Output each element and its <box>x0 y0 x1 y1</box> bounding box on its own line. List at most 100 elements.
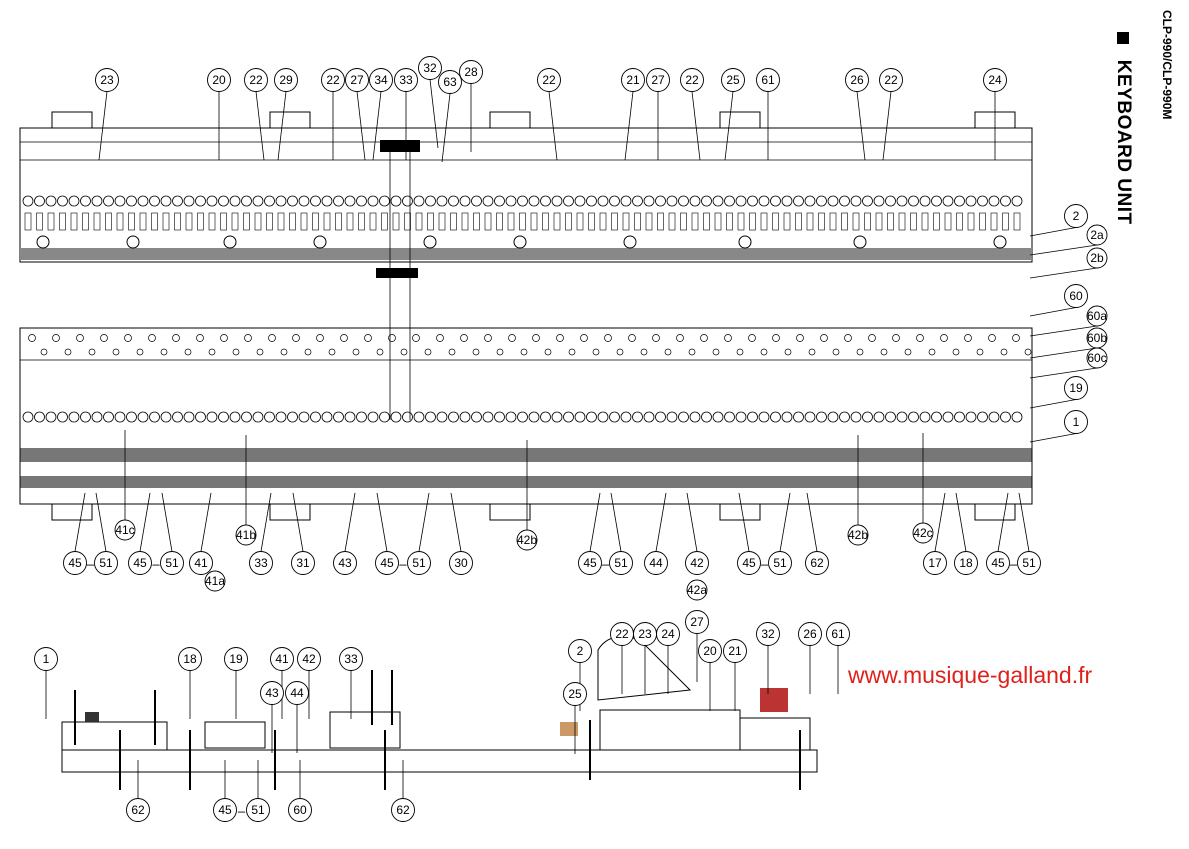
callout-circle <box>94 551 118 575</box>
key-hammer <box>243 212 250 231</box>
callout-bottom: 43 <box>333 551 357 575</box>
callout-circle <box>375 551 399 575</box>
screw-hole <box>820 334 828 342</box>
range-separator: – <box>238 804 246 819</box>
key-contact <box>827 411 839 423</box>
callout-label: 27 <box>690 615 704 629</box>
callout-bottom: 51 <box>768 551 792 575</box>
leader-line <box>450 492 462 552</box>
key-hammer <box>772 212 779 231</box>
callout-label: 24 <box>988 73 1002 87</box>
callout-circle <box>609 551 633 575</box>
callout-middle: 42b <box>847 524 869 546</box>
key-contact <box>724 195 735 207</box>
key-contact <box>620 195 632 207</box>
callout-label: 43 <box>265 686 279 700</box>
callout-label: 32 <box>761 627 775 641</box>
callout-label: 22 <box>884 73 898 87</box>
key-contact <box>57 195 68 207</box>
key-contact <box>793 195 804 207</box>
callout-section_view: 62 <box>391 798 415 822</box>
key-contact <box>436 411 448 423</box>
key-hammer <box>116 212 124 231</box>
screw-hole <box>292 334 300 342</box>
screw-hole <box>760 348 768 356</box>
key-contact <box>57 411 68 423</box>
key-hammer <box>887 212 894 231</box>
callout-top: 34 <box>369 68 393 92</box>
key-hammer <box>1013 212 1021 231</box>
callout-circle <box>297 647 321 671</box>
key-hammer <box>415 212 423 231</box>
callout-label: 41 <box>194 556 208 570</box>
callout-label: 32 <box>423 61 437 75</box>
key-hammer <box>622 212 630 231</box>
hatched-strip <box>20 248 1032 260</box>
callout-label: 45 <box>380 556 394 570</box>
callout-label: 42b <box>848 528 868 542</box>
leader-line <box>934 492 946 552</box>
leader-line <box>344 492 356 552</box>
callout-circle <box>126 798 150 822</box>
key-hammer <box>312 212 319 231</box>
screw-hole <box>460 334 468 342</box>
range-separator: – <box>399 557 407 572</box>
screw-hole <box>232 348 240 356</box>
screw-hole <box>772 334 780 342</box>
callout-label: 21 <box>728 644 742 658</box>
screw-hole <box>748 334 756 342</box>
screw-hole <box>196 334 204 342</box>
leader-line <box>686 492 698 552</box>
callout-right: 60a <box>1086 305 1108 327</box>
callout-circle <box>798 622 822 646</box>
key-hammer <box>427 212 434 231</box>
key-contact <box>114 195 126 207</box>
key-contact <box>34 411 45 423</box>
callout-circle <box>621 68 645 92</box>
callout-circle <box>418 56 442 80</box>
callout-label: 33 <box>254 556 268 570</box>
screw-hole <box>928 348 936 356</box>
key-hammer <box>404 212 411 231</box>
key-contact <box>770 195 781 207</box>
callout-bottom: 18 <box>954 551 978 575</box>
callout-label: 2 <box>1073 209 1080 223</box>
callout-label: 25 <box>568 687 582 701</box>
screw-hole <box>316 334 324 342</box>
key-contact <box>609 195 620 207</box>
callout-label: 44 <box>290 686 304 700</box>
callout-circle <box>34 647 58 671</box>
screw-hole <box>916 334 924 342</box>
callout-circle <box>128 551 152 575</box>
felt-pad <box>560 722 578 736</box>
key-contact <box>678 411 689 423</box>
callout-circle <box>685 610 709 634</box>
key-contact <box>551 195 563 207</box>
key-contact <box>1011 411 1023 423</box>
callout-circle <box>246 798 270 822</box>
screw-hole <box>796 334 804 342</box>
key-contact <box>195 411 206 423</box>
key-contact <box>643 411 655 423</box>
callout-label: 45 <box>133 556 147 570</box>
key-hammer <box>139 212 147 231</box>
key-contact <box>632 195 643 207</box>
leader-line <box>292 492 304 552</box>
callout-circle <box>449 551 473 575</box>
key-hammer <box>70 212 78 231</box>
key-contact <box>724 411 735 423</box>
callout-top: 22 <box>879 68 903 92</box>
key-hammer <box>289 212 296 231</box>
leader-line <box>376 492 388 552</box>
callout-label: 42a <box>687 583 707 597</box>
key-hammer <box>967 212 975 231</box>
key-contact <box>160 411 172 423</box>
key-contact <box>149 195 160 207</box>
key-contact <box>678 195 689 207</box>
callout-circle <box>213 798 237 822</box>
leader-line <box>548 91 558 161</box>
callout-top: 22 <box>680 68 704 92</box>
callout-label: 60 <box>1069 289 1083 303</box>
key-contact <box>988 411 1000 423</box>
